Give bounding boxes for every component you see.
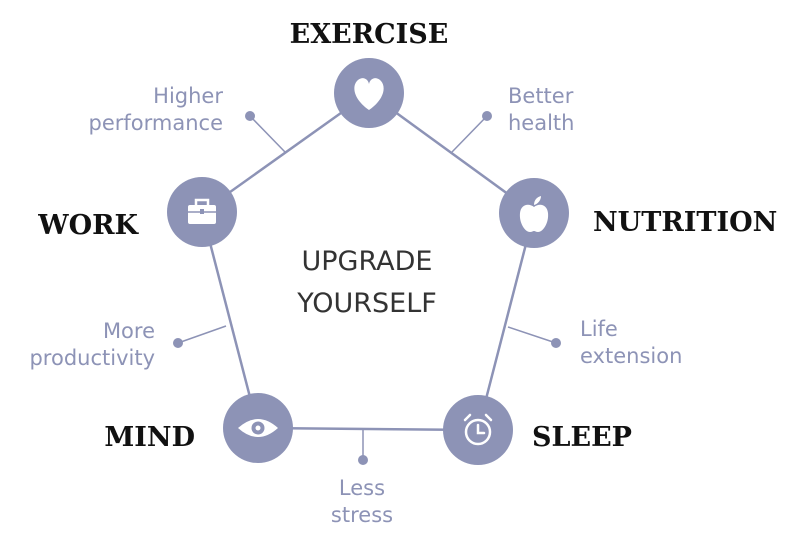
edge-mind-work [200,211,260,429]
center-title-line1: UPGRADE [302,246,433,277]
dot-higher-performance [245,111,255,121]
node-exercise [334,58,404,128]
benefit-connectors [177,115,557,460]
node-nutrition [499,178,569,248]
benefit-life-extension-line2: extension [580,344,682,368]
connector-better-health [451,115,488,153]
benefit-less-stress-line1: Less [339,476,385,500]
benefit-better-health-line1: Better [508,84,574,108]
benefit-more-productivity-line1: More [103,319,155,343]
eye-icon [238,419,278,437]
benefit-higher-performance-line1: Higher [153,84,223,108]
dot-better-health [482,111,492,121]
alarm-clock-icon [463,413,493,446]
node-label-work: WORK [37,210,139,241]
node-label-nutrition: NUTRITION [593,207,777,238]
benefit-dots [173,111,561,465]
benefit-more-productivity-line2: productivity [29,346,155,370]
benefit-better-health-line2: health [508,111,574,135]
node-label-mind: MIND [104,422,195,453]
dot-more-productivity [173,338,183,348]
benefit-higher-performance-line2: performance [89,111,224,135]
center-title-line2: YOURSELF [296,288,437,319]
connector-higher-performance [249,115,286,153]
node-label-sleep: SLEEP [532,422,632,453]
edge-nutrition-sleep [476,212,536,431]
connector-more-productivity [177,325,227,344]
briefcase-icon [188,198,216,224]
dot-less-stress [358,455,368,465]
heart-icon [354,78,384,110]
node-sleep [443,395,513,465]
dot-life-extension [551,338,561,348]
node-work [167,177,237,247]
benefit-life-extension-line1: Life [580,317,618,341]
connector-life-extension [507,326,557,344]
edge-sleep-mind [257,426,479,432]
node-mind [223,393,293,463]
node-label-exercise: EXERCISE [290,19,449,50]
benefit-less-stress-line2: stress [331,503,393,527]
apple-icon [519,196,549,232]
